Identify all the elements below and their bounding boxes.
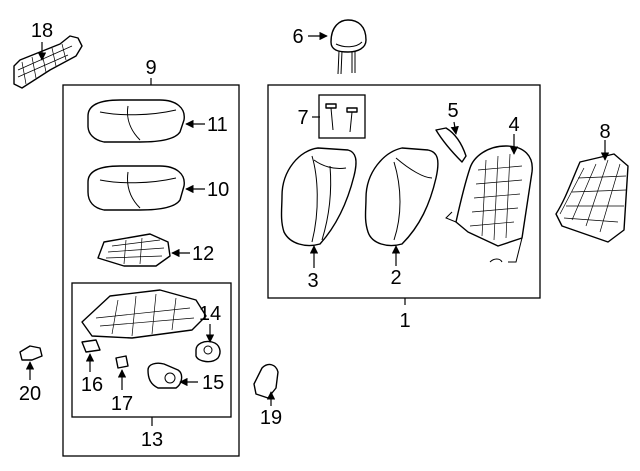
headrest-part[interactable]: [330, 19, 367, 75]
guide-bolt-part[interactable]: [325, 103, 358, 133]
callout-20: 20: [19, 383, 41, 405]
leader-5: [450, 121, 459, 135]
callout-16: 16: [81, 374, 103, 396]
seatback-pad-part[interactable]: [364, 147, 439, 247]
heater-mat-part[interactable]: [97, 233, 171, 267]
callout-15: 15: [202, 372, 224, 394]
seatback-frame-part[interactable]: [445, 145, 533, 263]
side-shield-part[interactable]: [13, 35, 83, 89]
trim-piece-part[interactable]: [435, 127, 467, 163]
connector-part[interactable]: [115, 355, 129, 369]
callout-17: 17: [111, 393, 133, 415]
seatback-group-frame: [267, 84, 541, 299]
callout-18: 18: [31, 20, 53, 42]
seatback-cover-part[interactable]: [280, 147, 357, 247]
seat-motor-part[interactable]: [147, 362, 183, 389]
callout-6: 6: [292, 26, 303, 48]
lumbar-motor-part[interactable]: [195, 340, 221, 363]
callout-3: 3: [307, 270, 318, 292]
callout-19: 19: [260, 407, 282, 429]
callout-5: 5: [447, 100, 458, 122]
callout-9: 9: [145, 57, 156, 79]
seat-switch-part[interactable]: [81, 339, 101, 353]
callout-14: 14: [199, 303, 221, 325]
callout-4: 4: [508, 114, 519, 136]
cushion-cover-part[interactable]: [87, 99, 185, 143]
cushion-pad-part[interactable]: [87, 165, 185, 211]
back-panel-part[interactable]: [555, 153, 629, 243]
callout-7: 7: [297, 107, 308, 129]
callout-10: 10: [207, 179, 229, 201]
callout-8: 8: [599, 121, 610, 143]
callout-13: 13: [141, 429, 163, 451]
seat-track-part[interactable]: [81, 289, 207, 339]
cover-cap-part[interactable]: [253, 363, 279, 399]
callout-11: 11: [207, 114, 228, 136]
callout-12: 12: [192, 243, 214, 265]
callout-1: 1: [399, 310, 410, 332]
guide-bolt-box: [318, 94, 366, 139]
clip-part[interactable]: [19, 345, 43, 361]
callout-2: 2: [390, 267, 401, 289]
